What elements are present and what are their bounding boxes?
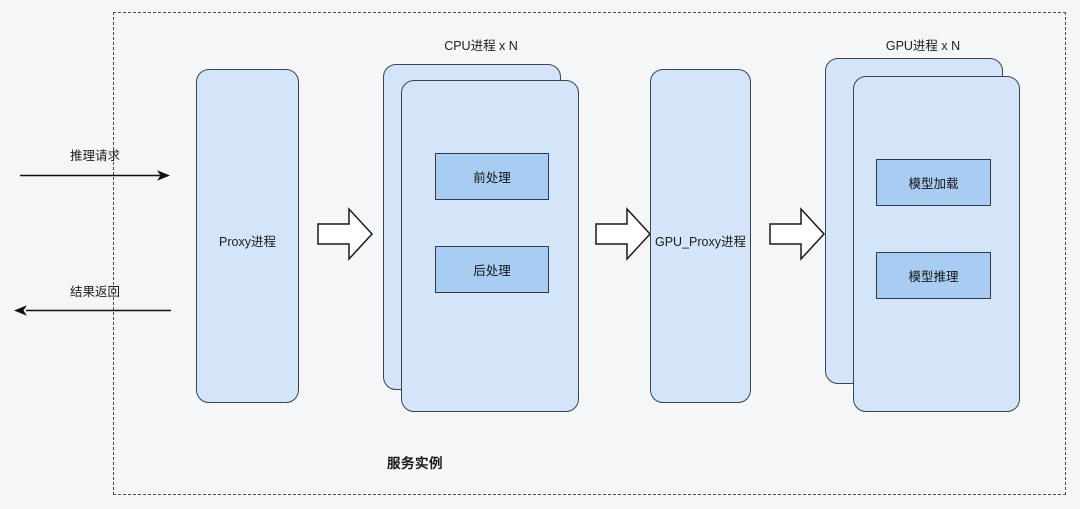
response-flow-label: 结果返回	[69, 285, 120, 299]
service-instance-label: 服务实例	[387, 456, 443, 471]
cpu-process-card-front[interactable]: 前处理 后处理	[401, 80, 579, 412]
arrow-cpu-to-gpu-proxy	[595, 207, 652, 261]
request-flow-label: 推理请求	[69, 149, 120, 163]
proxy-process-card[interactable]: Proxy进程	[196, 69, 299, 403]
proxy-process-label: Proxy进程	[219, 235, 276, 249]
arrow-proxy-to-cpu	[317, 207, 374, 261]
gpu-proxy-process-label: GPU_Proxy进程	[655, 235, 746, 249]
cpu-process-caption: CPU进程 x N	[444, 39, 518, 53]
response-flow-arrow	[14, 305, 171, 316]
gpu-process-card-front[interactable]: 模型加载 模型推理	[853, 76, 1020, 412]
service-instance-boundary	[113, 12, 1066, 495]
arrow-gpu-proxy-to-gpu	[769, 207, 826, 261]
gpu-proxy-process-card[interactable]: GPU_Proxy进程	[650, 69, 751, 403]
gpu-step-model-inference[interactable]: 模型推理	[876, 252, 991, 299]
cpu-step-postprocess[interactable]: 后处理	[435, 246, 549, 293]
gpu-process-caption: GPU进程 x N	[885, 39, 961, 53]
gpu-step-model-load[interactable]: 模型加载	[876, 159, 991, 206]
request-flow-arrow	[20, 170, 170, 181]
cpu-step-preprocess[interactable]: 前处理	[435, 153, 549, 200]
